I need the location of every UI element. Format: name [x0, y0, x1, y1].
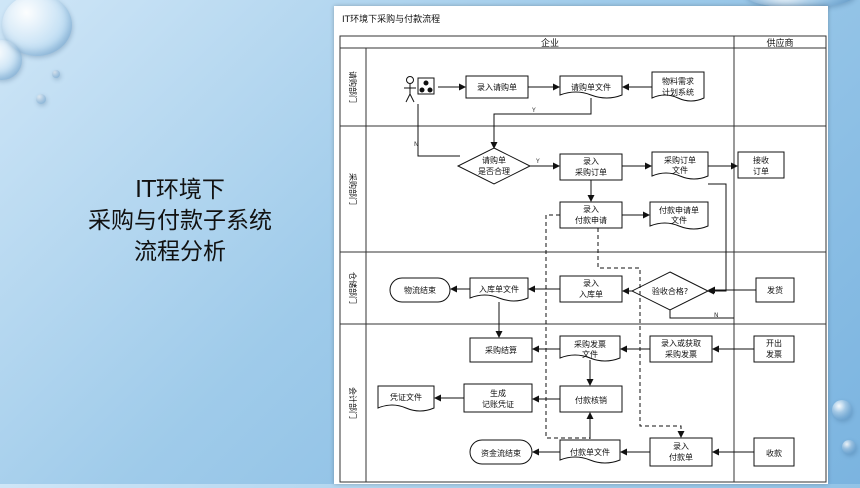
document-shape: [649, 201, 709, 230]
slide-title-line: IT环境下: [135, 177, 225, 203]
node-label: 录入: [583, 157, 599, 166]
process-box: [559, 153, 623, 181]
document-shape: [651, 71, 705, 102]
node-label: 是否合理: [478, 166, 510, 176]
node-label: 计划系统: [662, 87, 694, 97]
process-box: [755, 277, 795, 303]
node-label: 生成: [490, 388, 506, 398]
node-label: 凭证文件: [390, 392, 422, 402]
process-box: [753, 335, 795, 363]
node-label: 采购订单: [575, 167, 607, 177]
node-label: 物料需求: [662, 76, 694, 86]
process-box: [649, 335, 713, 363]
water-drop-decoration: [36, 94, 46, 104]
decision-diamond: [456, 147, 532, 185]
node-label: 付款申请单: [659, 205, 699, 215]
node-label: 订单: [753, 166, 769, 176]
person-icon: [404, 76, 435, 103]
node-label: 录入: [583, 279, 599, 288]
node-label: 请购单文件: [571, 82, 611, 92]
node-label: 记账凭证: [482, 399, 514, 409]
node-label: 录入: [673, 442, 689, 451]
node-label: 文件: [582, 349, 598, 359]
column-header-supplier: 供应商: [766, 37, 793, 49]
node-label: 入库单: [579, 289, 603, 299]
node-label: 付款申请: [575, 215, 607, 225]
flowchart-panel: IT环境下采购与付款流程 企业 供应商 请购部门 采购部门 仓储部门 会计部门: [334, 6, 828, 484]
node-label: 付款单: [669, 452, 693, 462]
node-label: 录入请购单: [477, 82, 517, 92]
node-label: 物流结束: [404, 285, 436, 295]
lane-label: 会计部门: [348, 387, 358, 419]
node-label: 采购订单: [664, 155, 696, 165]
document-shape: [559, 439, 621, 464]
process-box: [737, 151, 785, 179]
lane-label: 仓储部门: [348, 272, 358, 304]
node-label: 文件: [672, 165, 688, 175]
node-label: 发货: [767, 285, 783, 295]
node-label: 接收: [753, 155, 769, 165]
node-label: 采购发票: [665, 349, 697, 359]
slide-title-line: 流程分析: [134, 239, 226, 265]
process-box: [559, 275, 623, 303]
column-header-enterprise: 企业: [541, 37, 559, 49]
node-label: 付款单文件: [570, 447, 610, 457]
diagram-title: IT环境下采购与付款流程: [342, 13, 440, 25]
node-label: 采购发票: [574, 339, 606, 349]
node-label: 采购结算: [485, 345, 517, 355]
process-box: [469, 337, 533, 363]
water-drop-decoration: [52, 70, 60, 78]
node-label: 验收合格?: [652, 286, 688, 296]
lane-label: 采购部门: [348, 173, 358, 205]
document-shape: [651, 151, 709, 180]
water-drop-decoration: [832, 400, 852, 420]
node-label: 文件: [671, 215, 687, 225]
node-label: 请购单: [482, 155, 506, 165]
node-label: 发票: [766, 349, 782, 359]
edge-label: Y: [531, 107, 536, 114]
slide-title-line: 采购与付款子系统: [88, 208, 272, 234]
edge-label: N: [414, 141, 419, 148]
water-drop-decoration: [842, 440, 856, 454]
node-label: 开出: [766, 338, 782, 348]
edge-label: N: [714, 312, 719, 319]
document-shape: [559, 335, 621, 362]
process-box: [559, 385, 623, 413]
slide-title: IT环境下 采购与付款子系统 流程分析: [40, 175, 320, 268]
document-shape: [469, 277, 529, 302]
edge-label: Y: [535, 158, 540, 165]
node-label: 收款: [766, 448, 782, 458]
document-shape: [377, 385, 435, 412]
process-box: [649, 437, 713, 467]
node-label: 录入或获取: [661, 338, 701, 348]
node-label: 录入: [583, 205, 599, 214]
lane-label: 请购部门: [348, 71, 358, 103]
process-box: [559, 201, 623, 229]
node-label: 付款核销: [575, 395, 607, 405]
water-drop-decoration: [0, 40, 22, 80]
node-label: 入库单文件: [479, 284, 519, 294]
document-shape: [559, 75, 623, 99]
flowchart-svg: IT环境下采购与付款流程 企业 供应商 请购部门 采购部门 仓储部门 会计部门: [339, 13, 827, 483]
node-label: 资金流结束: [481, 448, 521, 458]
water-drop-decoration: [745, 0, 855, 8]
